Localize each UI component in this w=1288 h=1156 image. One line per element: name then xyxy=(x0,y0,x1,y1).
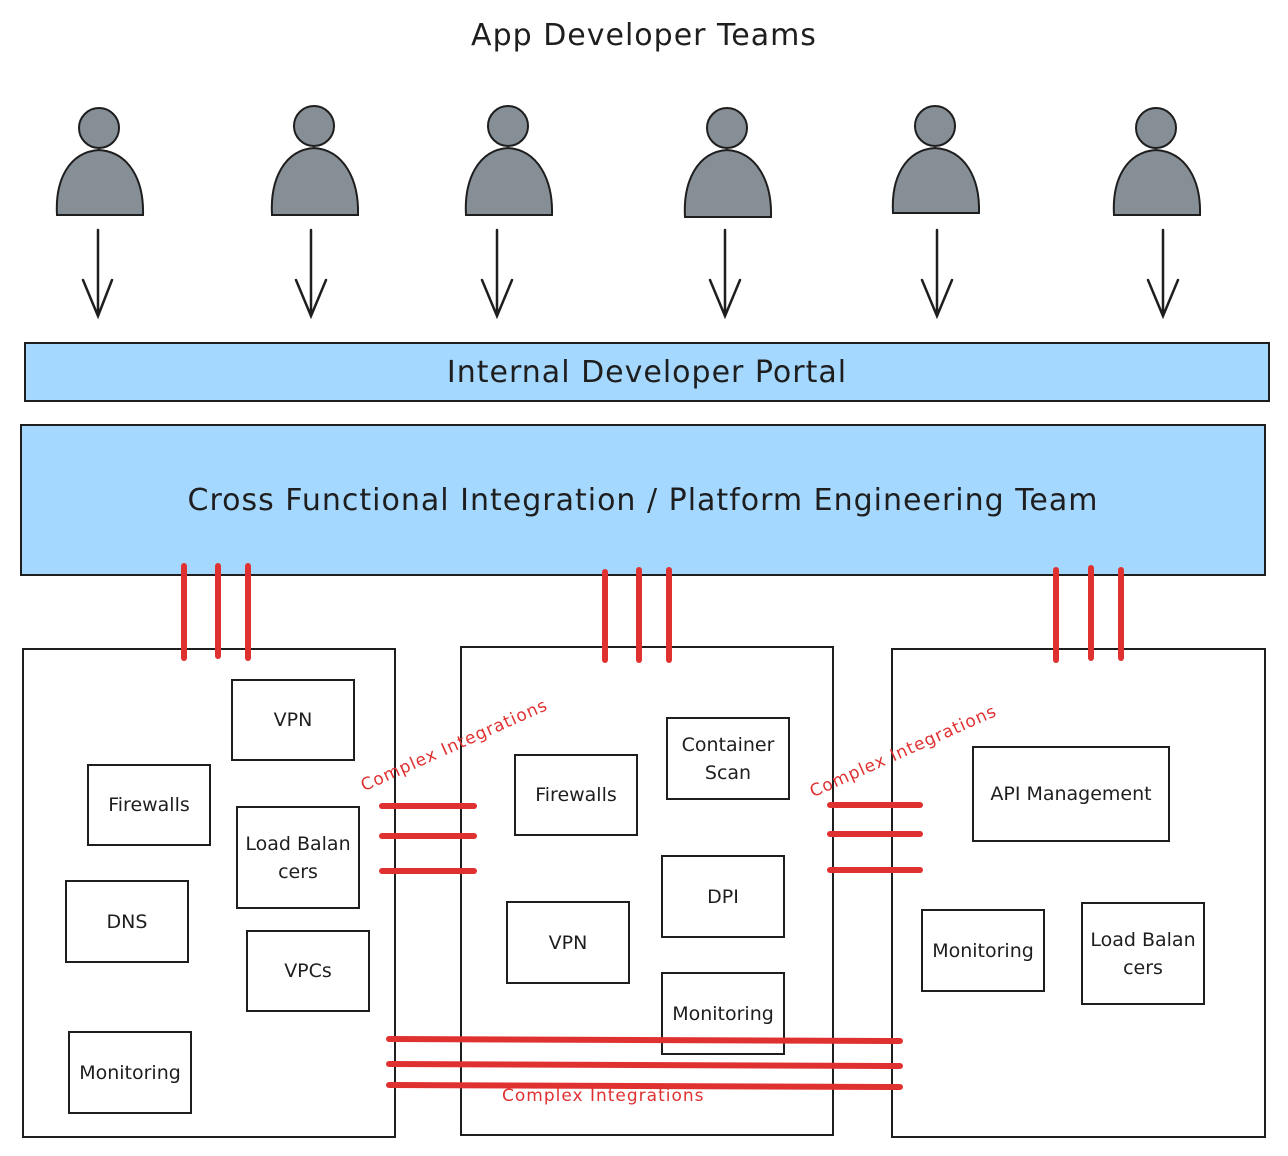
person-icon xyxy=(464,105,554,216)
arrow-down-icon xyxy=(294,228,328,320)
monitoring-box: Monitoring xyxy=(661,972,785,1055)
monitoring-box: Monitoring xyxy=(921,909,1045,992)
api-management-box: API Management xyxy=(972,746,1170,842)
load-balancers-box: Load Balancers xyxy=(1081,902,1205,1005)
vpn-box: VPN xyxy=(231,679,355,761)
load-balancers-box: Load Balancers xyxy=(236,806,360,909)
arrow-down-icon xyxy=(708,228,742,320)
dns-box: DNS xyxy=(65,880,189,963)
monitoring-box: Monitoring xyxy=(68,1031,192,1114)
container-scan-box: Container Scan xyxy=(666,717,790,800)
dpi-box: DPI xyxy=(661,855,785,938)
developer-teams xyxy=(55,105,1202,320)
infra-group-left xyxy=(22,648,396,1138)
person-icon xyxy=(891,105,981,214)
infra-group-middle xyxy=(460,646,834,1136)
arrow-down-icon xyxy=(1146,228,1180,320)
integration-connector-left xyxy=(181,563,251,661)
person-icon xyxy=(55,107,145,216)
person-icon xyxy=(270,105,360,216)
integration-label: Complex Integrations xyxy=(502,1086,705,1106)
firewalls-box: Firewalls xyxy=(514,754,638,836)
arrow-down-icon xyxy=(920,228,954,320)
arrow-down-icon xyxy=(81,228,114,320)
firewalls-box: Firewalls xyxy=(87,764,211,846)
arrow-down-icon xyxy=(480,228,514,320)
integration-connector-right xyxy=(1053,565,1124,663)
diagram-title: App Developer Teams xyxy=(471,18,817,53)
person-icon xyxy=(1112,107,1202,216)
internal-developer-portal: Internal Developer Portal xyxy=(24,342,1270,402)
infra-group-right xyxy=(891,648,1266,1138)
vpn-box: VPN xyxy=(506,901,630,984)
platform-engineering-team: Cross Functional Integration / Platform … xyxy=(20,424,1266,576)
person-icon xyxy=(683,107,773,218)
vpcs-box: VPCs xyxy=(246,930,370,1012)
